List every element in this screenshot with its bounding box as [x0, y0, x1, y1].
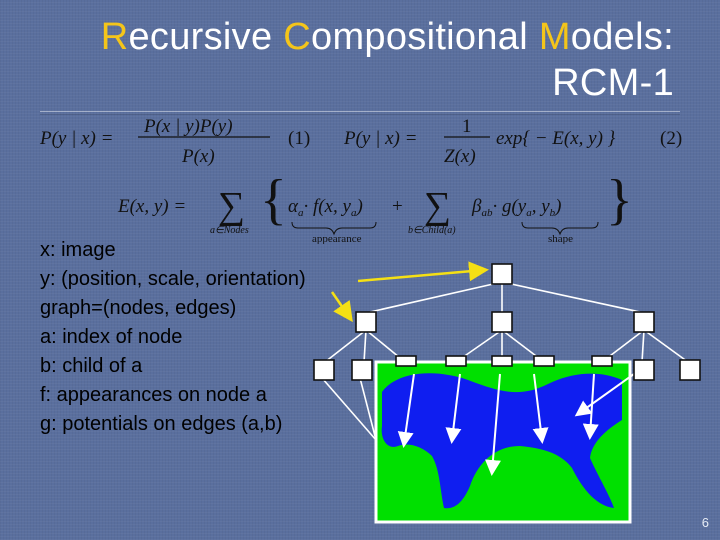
eq3-label-appearance: appearance	[312, 233, 362, 244]
definition-item: a: index of node	[40, 326, 183, 348]
eq2-denominator: Z(x)	[444, 146, 476, 167]
eq3-brace-open: {	[260, 169, 287, 231]
eq3-brace-close: }	[606, 169, 633, 231]
node-leaf	[533, 355, 555, 367]
eq3-sum2-sub: b∈Child(a)	[408, 225, 456, 236]
page-number: 6	[701, 515, 709, 530]
node-leaf	[395, 355, 417, 367]
eq1-denominator: P(x)	[181, 146, 215, 167]
node-mid	[633, 311, 655, 333]
eq3-lhs: E(x, y) =	[117, 196, 186, 217]
title-divider	[40, 111, 680, 112]
eq2-number: (2)	[660, 128, 682, 149]
title-text-segment: odels:	[570, 16, 674, 58]
definition-item: b: child of a	[40, 355, 143, 377]
slide-title-line2: RCM-1	[552, 62, 674, 104]
equations: P(y | x) = P(x | y)P(y) P(x) (1) P(y | x…	[34, 114, 694, 244]
node-leaf	[679, 359, 701, 381]
eq3-sum1-symbol: ∑	[218, 185, 245, 227]
node-leaf	[633, 359, 655, 381]
graph-nodes	[313, 263, 701, 381]
eq1-lhs: P(y | x) =	[39, 128, 113, 149]
eq3-term1: αa· f(x, ya)	[288, 196, 363, 219]
arrows-leaf-to-image	[397, 373, 635, 476]
definition-list: x: image y: (position, scale, orientatio…	[40, 236, 306, 439]
eq3-sum2-symbol: ∑	[424, 185, 451, 227]
node-leaf	[591, 355, 613, 367]
eq2-rhs: exp{ − E(x, y) }	[496, 128, 616, 149]
title-accent-letter: C	[283, 16, 312, 58]
eq1-numerator: P(x | y)P(y)	[143, 116, 233, 137]
eq3-plus: +	[392, 196, 403, 217]
eq3-sum1-sub: a∈Nodes	[210, 225, 249, 236]
node-mid	[355, 311, 377, 333]
definition-item: g: potentials on edges (a,b)	[40, 413, 283, 435]
title-accent-letter: M	[538, 16, 571, 58]
eq3-label-shape: shape	[548, 233, 573, 244]
node-leaf	[491, 355, 513, 367]
node-leaf	[445, 355, 467, 367]
slide-title: Recursive Compositional Models: RCM-1	[101, 14, 674, 106]
node-leaf	[313, 359, 335, 381]
node-mid	[491, 311, 513, 333]
slide-title-line1: Recursive Compositional Models:	[101, 14, 674, 60]
edges-root-mid	[369, 281, 641, 313]
definition-item: f: appearances on node a	[40, 384, 267, 406]
eq2-numerator: 1	[462, 116, 472, 137]
segmentation-image	[374, 360, 632, 524]
image-object-shape	[381, 373, 622, 509]
eq2-lhs: P(y | x) =	[343, 128, 417, 149]
node-leaf	[351, 359, 373, 381]
node-root	[491, 263, 513, 285]
yellow-pointer-arrows	[330, 261, 489, 323]
title-accent-letter: R	[100, 16, 129, 58]
definition-item: x: image	[40, 239, 116, 261]
eq1-number: (1)	[288, 128, 310, 149]
eq3-underbrace-shape	[521, 221, 599, 236]
eq3-underbrace-appearance	[291, 221, 377, 236]
definition-item: y: (position, scale, orientation)	[40, 268, 306, 290]
equations-svg: P(y | x) = P(x | y)P(y) P(x) (1) P(y | x…	[39, 116, 682, 244]
title-divider-shadow	[40, 114, 680, 115]
eq3-term2: βab· g(ya, yb)	[471, 196, 562, 219]
title-text-segment: ompositional	[311, 16, 539, 58]
title-text-segment: ecursive	[128, 16, 284, 58]
definition-item: graph=(nodes, edges)	[40, 297, 237, 319]
